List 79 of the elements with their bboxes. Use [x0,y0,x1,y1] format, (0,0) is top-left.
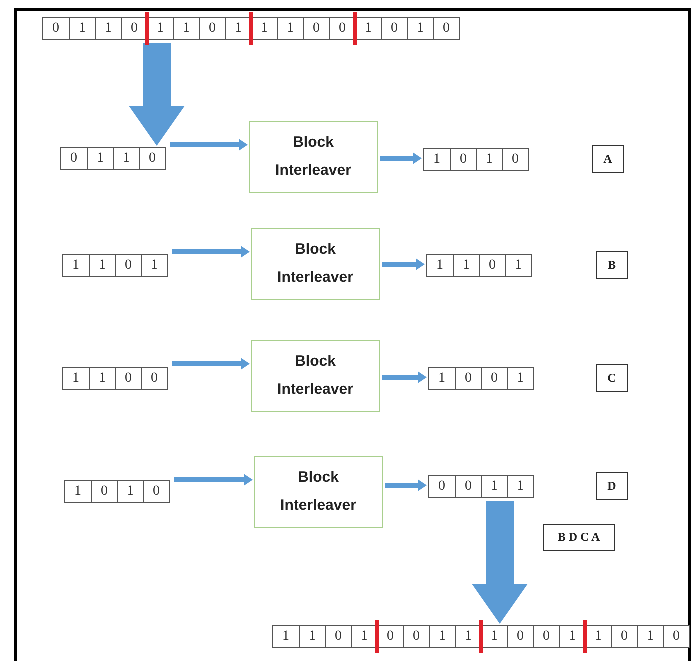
bit-cell: 0 [481,368,507,389]
bit-cell: 1 [113,148,139,169]
bit-cell: 0 [303,18,329,39]
bit-register [62,254,168,277]
bit-cell-text: 0 [438,478,446,496]
bit-cell: 1 [69,18,95,39]
bit-cell: 0 [143,481,169,502]
bit-cell: 1 [95,18,121,39]
block-arrow [472,501,528,624]
bit-cell-text: 1 [74,482,82,500]
bit-cell: 1 [117,481,143,502]
bit-cell: 0 [455,476,481,497]
label-box: A [592,145,624,173]
arrow [172,246,250,258]
arrow [380,152,422,164]
bit-cell-text: 1 [72,370,80,388]
bit-cell: 1 [429,626,455,647]
process-box: Block Interleaver [251,340,380,412]
bit-cell: 1 [87,148,113,169]
bit-cell-text: 1 [72,256,80,274]
bit-cell: 0 [115,255,141,276]
process-box: Block Interleaver [249,121,378,193]
bit-cell: 1 [299,626,325,647]
arrow [172,358,250,370]
bit-cell: 1 [141,255,167,276]
bit-register [62,367,168,390]
label-box: D [596,472,628,500]
arrow [170,139,248,151]
bit-cell: 0 [502,149,528,170]
bit-cell: 0 [450,149,476,170]
bit-cell: 0 [115,368,141,389]
bit-cell: 0 [141,368,167,389]
bit-cell: 0 [199,18,225,39]
bit-cell-text: 1 [436,256,444,274]
process-box: Block Interleaver [251,228,380,300]
bit-cell: 0 [611,626,637,647]
arrow [385,480,427,492]
bit-cell: 1 [173,18,199,39]
bit-cell: 1 [89,368,115,389]
bit-cell-text: 1 [438,370,446,388]
bit-cell-text: 0 [52,20,60,38]
bit-cell: 0 [479,255,505,276]
bit-cell: 1 [507,476,533,497]
bit-cell: 1 [507,368,533,389]
bit-cell: 1 [453,255,479,276]
bit-cell: 1 [89,255,115,276]
label-box: C [596,364,628,392]
bit-cell: 1 [481,476,507,497]
bit-cell-text: 1 [432,150,442,168]
bit-register [428,367,534,390]
label-box: B D C A [543,524,615,551]
bit-register [423,148,529,171]
bit-cell: 1 [637,626,663,647]
bit-cell: 0 [533,626,559,647]
bit-cell: 0 [433,18,459,39]
bit-cell-text: 1 [282,628,290,646]
bit-cell: 0 [325,626,351,647]
process-box: Block Interleaver [254,456,383,528]
arrow [382,372,427,384]
label-box: B [596,251,628,279]
bit-cell: 0 [507,626,533,647]
bit-register [60,147,166,170]
bit-cell: 0 [403,626,429,647]
arrow [174,474,253,486]
bit-register [428,475,534,498]
bit-cell: 1 [277,18,303,39]
bit-cell-text: 0 [70,150,78,168]
bit-cell: 0 [663,626,689,647]
bit-cell: 0 [455,368,481,389]
bit-cell: 0 [139,148,165,169]
arrow [382,258,425,270]
bit-cell: 0 [91,481,117,502]
bit-cell: 1 [407,18,433,39]
block-arrow [129,43,185,146]
bit-cell: 0 [381,18,407,39]
bit-cell: 1 [476,149,502,170]
bit-cell: 1 [505,255,531,276]
bit-register [64,480,170,503]
bit-register [426,254,532,277]
